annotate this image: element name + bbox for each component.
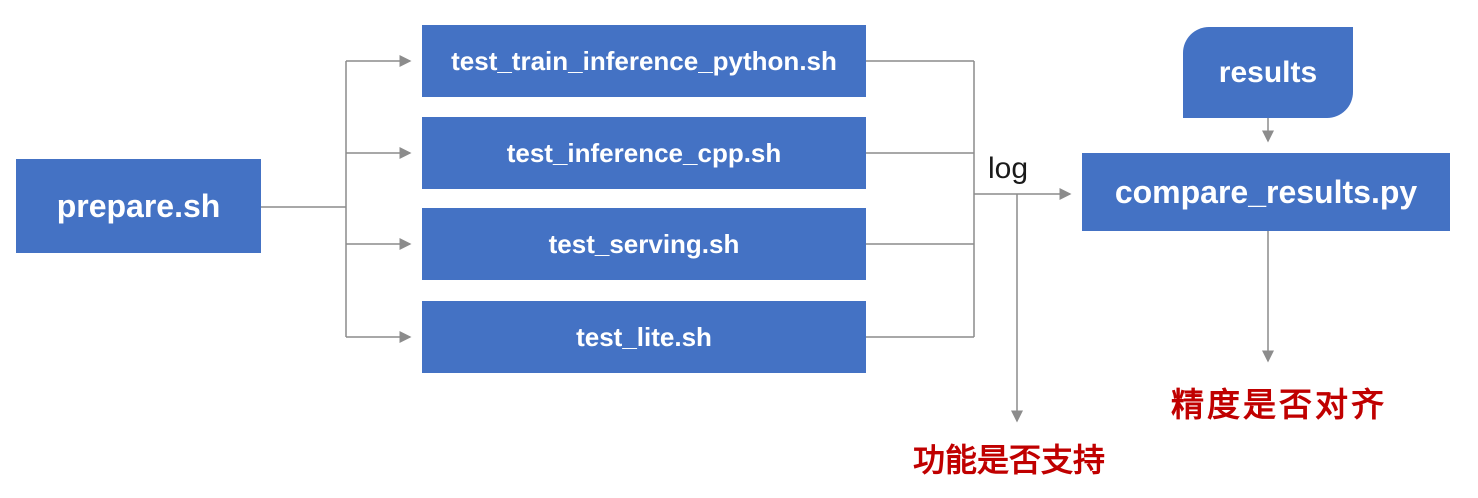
node-test-inference-cpp-sh: test_inference_cpp.sh	[422, 117, 866, 189]
edge-label-log: log	[988, 152, 1029, 185]
node-prepare-sh: prepare.sh	[16, 159, 261, 253]
node-test-serving-sh: test_serving.sh	[422, 208, 866, 280]
node-results: results	[1183, 27, 1353, 118]
annotation-precision-aligned: 精度是否对齐	[1171, 386, 1387, 423]
node-compare-results-py: compare_results.py	[1082, 153, 1450, 231]
node-test-lite-sh: test_lite.sh	[422, 301, 866, 373]
annotation-function-supported: 功能是否支持	[912, 442, 1106, 478]
node-test-train-inference-python-sh: test_train_inference_python.sh	[422, 25, 866, 97]
